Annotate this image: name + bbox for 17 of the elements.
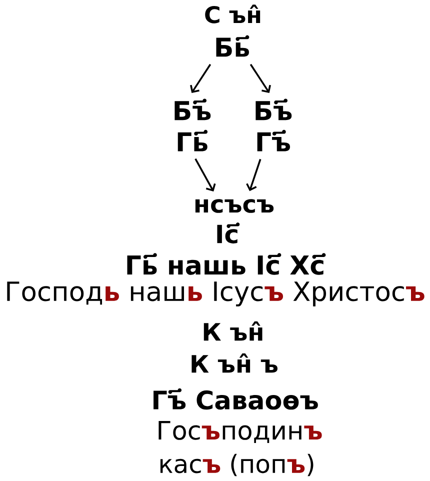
arrow xyxy=(250,64,271,94)
arrow xyxy=(194,158,216,192)
word: С ън̂ xyxy=(205,4,260,24)
abbreviated-phrase: Гъ҃ Саваоѳъ xyxy=(154,388,318,410)
abbreviated-word: К ън̂ xyxy=(204,321,262,341)
arrow xyxy=(246,158,262,192)
full-phrase: Господь нашь Ісусъ Христосъ xyxy=(7,282,424,306)
abbreviated-phrase: Гь҃ нашь Іс҃ Хс҃ xyxy=(127,253,326,275)
abbreviated-word: Іс҃ xyxy=(217,222,240,244)
abbreviated-word: Бь҃ xyxy=(216,35,250,57)
word-stack: Бъ҃ Гь҃ xyxy=(174,98,211,152)
word-stack: Бъ҃ Гъ҃ xyxy=(256,98,292,152)
word: Госъподинъ xyxy=(158,420,322,444)
arrow xyxy=(190,64,212,94)
word-with-gloss: касъ (попъ) xyxy=(160,454,314,476)
word: К ън̂ ъ xyxy=(192,353,278,373)
word: нсъсъ xyxy=(195,199,274,213)
